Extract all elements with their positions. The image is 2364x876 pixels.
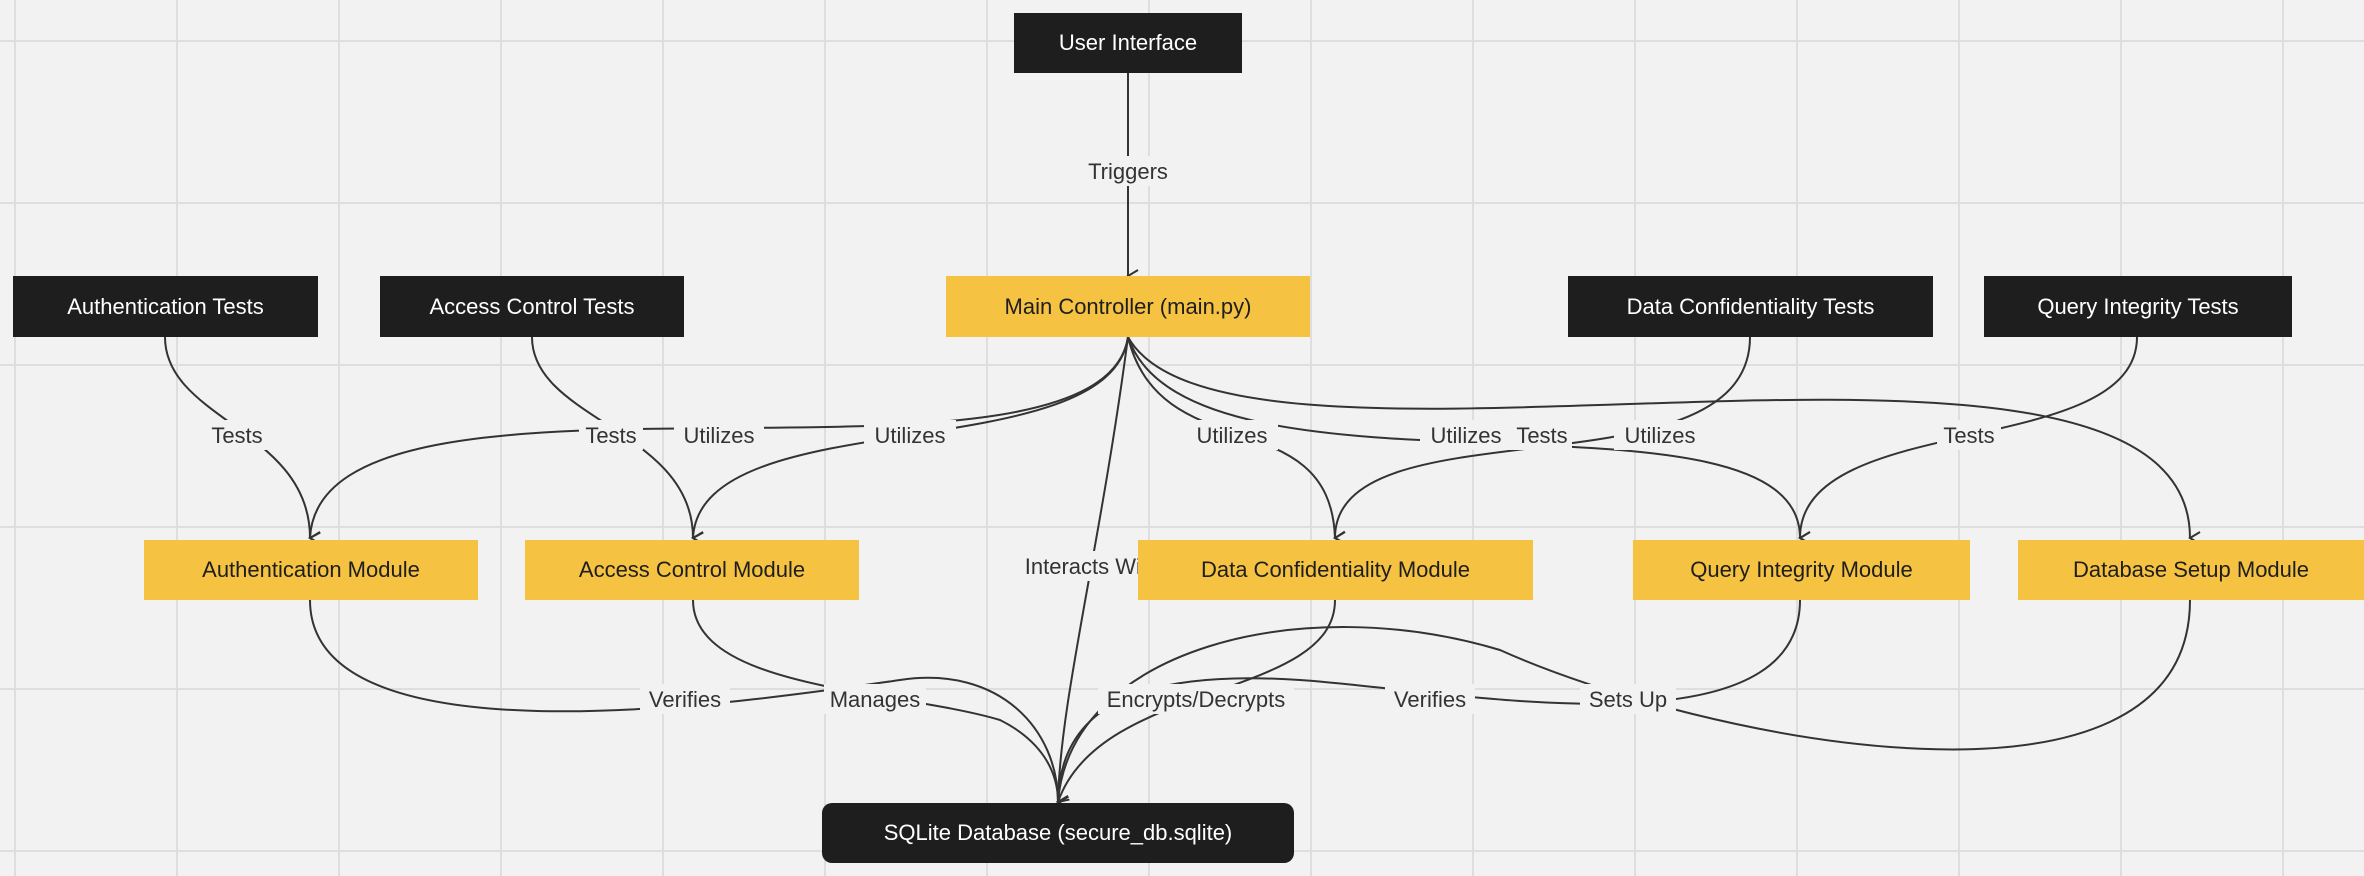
node-access-control-tests[interactable]: Access Control Tests — [380, 276, 684, 337]
node-main-controller[interactable]: Main Controller (main.py) — [946, 276, 1310, 337]
node-user-interface[interactable]: User Interface — [1014, 13, 1242, 73]
node-label: Data Confidentiality Tests — [1626, 293, 1875, 319]
node-label: Access Control Tests — [429, 293, 635, 319]
node-authentication-tests[interactable]: Authentication Tests — [13, 276, 318, 337]
node-query-integrity-tests[interactable]: Query Integrity Tests — [1984, 276, 2292, 337]
label-encrypts-decrypts: Encrypts/Decrypts — [1107, 687, 1286, 712]
label-tests-auth: Tests — [211, 423, 262, 448]
label-verifies-query: Verifies — [1394, 687, 1466, 712]
node-sqlite-database[interactable]: SQLite Database (secure_db.sqlite) — [822, 803, 1294, 863]
node-label: SQLite Database (secure_db.sqlite) — [883, 820, 1233, 845]
edge-manages — [692, 599, 1069, 809]
node-label: User Interface — [1058, 30, 1198, 55]
edge-verifies-query — [1056, 599, 1801, 810]
edge-utilizes-setup — [1127, 336, 2201, 545]
edge-verifies-auth — [309, 599, 1069, 809]
node-label: Access Control Module — [578, 557, 806, 582]
node-label: Main Controller (main.py) — [1004, 293, 1252, 319]
edge-sets-up — [1056, 599, 2191, 810]
node-query-integrity-module[interactable]: Query Integrity Module — [1633, 540, 1970, 600]
node-label: Data Confidentiality Module — [1200, 557, 1471, 582]
label-utilizes-setup: Utilizes — [1625, 423, 1696, 448]
label-triggers: Triggers — [1088, 159, 1168, 184]
edge-interacts-with — [1056, 336, 1129, 810]
node-label: Authentication Module — [202, 557, 420, 582]
label-sets-up: Sets Up — [1589, 687, 1667, 712]
label-tests-access: Tests — [585, 423, 636, 448]
label-utilizes-access: Utilizes — [875, 423, 946, 448]
node-access-control-module[interactable]: Access Control Module — [525, 540, 859, 600]
node-data-confidentiality-tests[interactable]: Data Confidentiality Tests — [1568, 276, 1933, 337]
label-utilizes-confidentiality: Utilizes — [1197, 423, 1268, 448]
label-utilizes-query: Utilizes — [1431, 423, 1502, 448]
label-manages: Manages — [830, 687, 921, 712]
label-tests-confidentiality: Tests — [1516, 423, 1567, 448]
node-label: Database Setup Module — [2072, 557, 2310, 582]
label-interacts-with: Interacts With — [1025, 554, 1159, 579]
node-data-confidentiality-module[interactable]: Data Confidentiality Module — [1138, 540, 1533, 600]
node-label: Query Integrity Tests — [2037, 293, 2239, 319]
node-database-setup-module[interactable]: Database Setup Module — [2018, 540, 2364, 600]
node-authentication-module[interactable]: Authentication Module — [144, 540, 478, 600]
label-tests-query: Tests — [1943, 423, 1994, 448]
node-label: Query Integrity Module — [1690, 557, 1913, 582]
label-utilizes-auth: Utilizes — [684, 423, 755, 448]
label-verifies-auth: Verifies — [649, 687, 721, 712]
node-label: Authentication Tests — [67, 293, 264, 319]
